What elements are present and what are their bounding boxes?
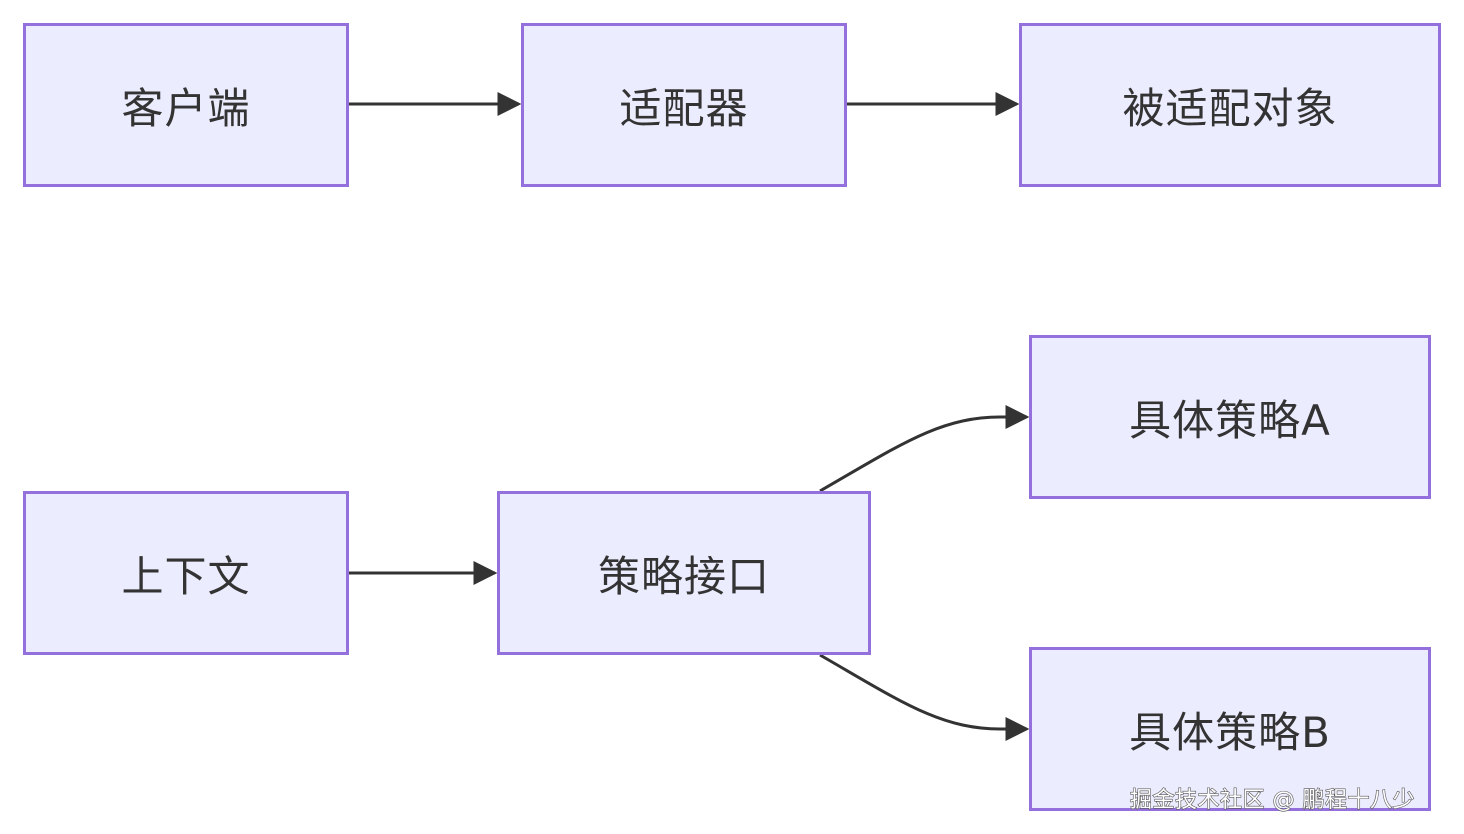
- node-client: 客户端: [23, 23, 349, 187]
- watermark-text: 掘金技术社区 @ 鹏程十八少: [1129, 787, 1415, 813]
- node-context: 上下文: [23, 491, 349, 655]
- node-strategy-interface: 策略接口: [497, 491, 871, 655]
- node-context-label: 上下文: [121, 551, 251, 601]
- node-strategy-a-label: 具体策略A: [1129, 395, 1331, 445]
- node-adapter-label: 适配器: [619, 83, 749, 133]
- node-adaptee: 被适配对象: [1019, 23, 1441, 187]
- node-strategy-interface-label: 策略接口: [597, 551, 770, 601]
- node-adapter: 适配器: [521, 23, 847, 187]
- node-strategy-b: 具体策略B: [1029, 647, 1431, 811]
- node-strategy-b-label: 具体策略B: [1129, 707, 1331, 757]
- node-adaptee-label: 被适配对象: [1122, 83, 1338, 133]
- node-client-label: 客户端: [121, 83, 251, 133]
- edge-interface-to-strategy-b: [819, 653, 1030, 741]
- node-strategy-a: 具体策略A: [1029, 335, 1431, 499]
- edge-interface-to-strategy-a: [819, 405, 1030, 493]
